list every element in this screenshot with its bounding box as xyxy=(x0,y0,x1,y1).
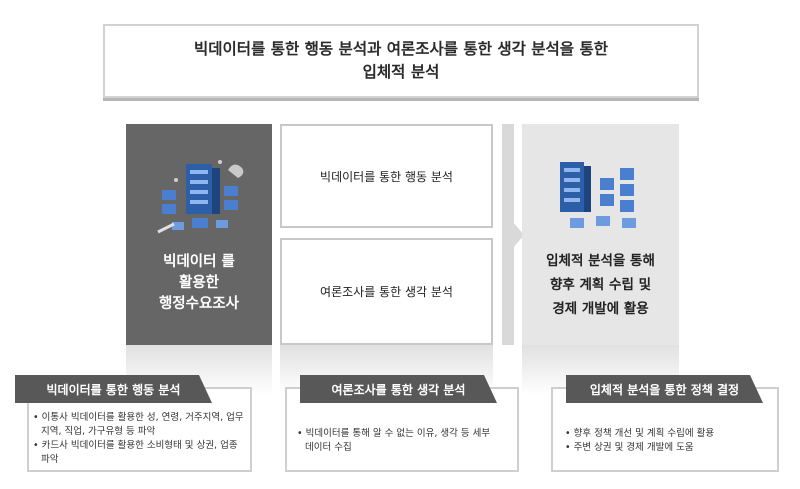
behavior-analysis-label: 빅데이터를 통한 행동 분석 xyxy=(320,169,453,184)
tab-opinion-label: 여론조사를 통한 생각 분석 xyxy=(331,382,466,397)
big-data-server-icon xyxy=(157,160,244,234)
left-panel-label: 빅데이터 를 활용한 행정수요조사 xyxy=(158,254,240,312)
list-item: 이통사 빅데이터를 활용한 성, 연령, 거주지역, 업무지역, 직업, 가구유… xyxy=(33,411,245,439)
right-panel-label: 입체적 분석을 통해 향후 계획 수립 및 경제 개발에 활용 xyxy=(546,253,655,317)
tab-opinion: 여론조사를 통한 생각 분석 xyxy=(300,375,497,403)
behavior-analysis-box: 빅데이터를 통한 행동 분석 xyxy=(280,124,493,228)
list-item: 빅데이터를 통해 알 수 없는 이유, 생각 등 세부데이터 수집 xyxy=(297,427,497,455)
tab-policy: 입체적 분석을 통한 정책 결정 xyxy=(566,375,763,403)
opinion-analysis-box: 여론조사를 통한 생각 분석 xyxy=(280,238,493,345)
title-box: 빅데이터를 통한 행동 분석과 여론조사를 통한 생각 분석을 통한 입체적 분… xyxy=(103,24,699,98)
arrow-right-icon xyxy=(502,209,524,261)
list-item: 향후 정책 개선 및 계획 수립에 활용 xyxy=(565,427,770,441)
left-panel: 빅데이터 를 활용한 행정수요조사 xyxy=(126,124,272,345)
list-item: 카드사 빅데이터를 활용한 소비형태 및 상권, 업종 파악 xyxy=(33,439,245,467)
tab-behavior: 빅데이터를 통한 행동 분석 xyxy=(15,375,212,403)
bullet-list-behavior: 이통사 빅데이터를 활용한 성, 연령, 거주지역, 업무지역, 직업, 가구유… xyxy=(33,411,245,467)
opinion-analysis-label: 여론조사를 통한 생각 분석 xyxy=(320,285,453,299)
list-item: 주변 상권 및 경제 개발에 도움 xyxy=(565,441,770,455)
bullet-list-policy: 향후 정책 개선 및 계획 수립에 활용 주변 상권 및 경제 개발에 도움 xyxy=(565,427,770,455)
data-center-server-icon xyxy=(560,162,636,228)
bullet-list-opinion: 빅데이터를 통해 알 수 없는 이유, 생각 등 세부데이터 수집 xyxy=(297,427,497,455)
tab-policy-label: 입체적 분석을 통한 정책 결정 xyxy=(589,382,740,397)
right-panel: 입체적 분석을 통해 향후 계획 수립 및 경제 개발에 활용 xyxy=(522,124,679,345)
page-title: 빅데이터를 통한 행동 분석과 여론조사를 통한 생각 분석을 통한 입체적 분… xyxy=(194,40,608,81)
tab-behavior-label: 빅데이터를 통한 행동 분석 xyxy=(46,382,181,397)
